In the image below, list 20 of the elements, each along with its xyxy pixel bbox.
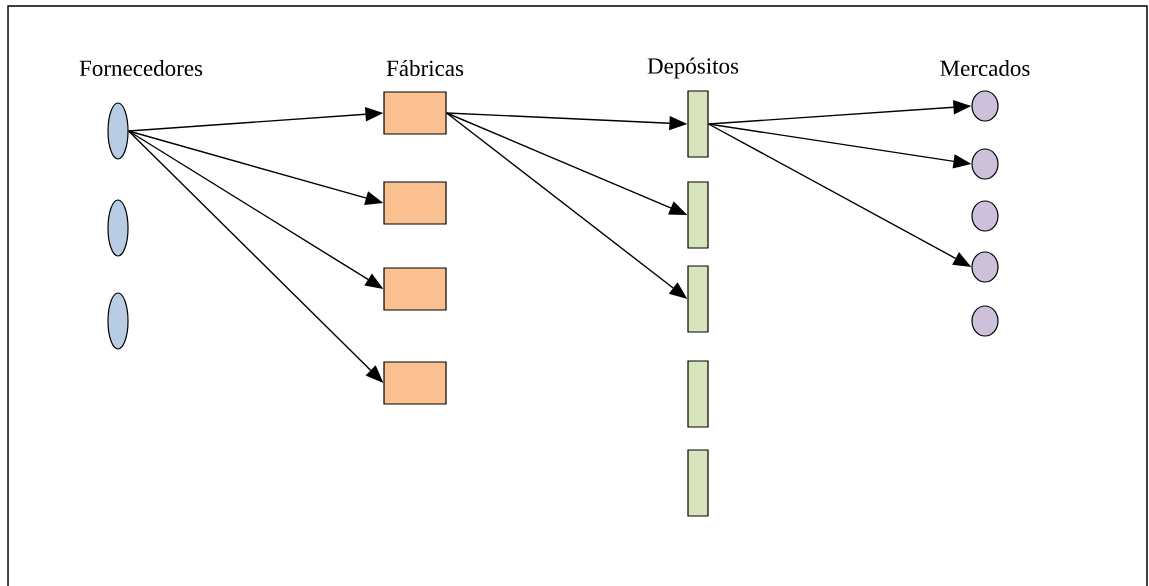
market-circle: [971, 90, 999, 122]
warehouse-bar: [687, 90, 709, 158]
ellipse-node: [107, 102, 129, 160]
column-heading: Fornecedores: [79, 59, 203, 77]
warehouse-bar: [687, 181, 709, 249]
warehouse-bar: [687, 265, 709, 333]
warehouse-bar: [687, 360, 709, 428]
market-circle: [971, 148, 999, 180]
ellipse-node: [107, 199, 129, 257]
column-heading: Depósitos: [647, 57, 739, 79]
market-circle: [971, 305, 999, 337]
ellipse-node: [107, 292, 129, 350]
column-heading: Mercados: [940, 59, 1030, 77]
warehouse-bar: [687, 449, 709, 517]
factory-box: [383, 181, 447, 225]
factory-box: [383, 361, 447, 405]
market-circle: [971, 200, 999, 232]
factory-box: [383, 267, 447, 311]
factory-box: [383, 91, 447, 135]
market-circle: [971, 251, 999, 283]
